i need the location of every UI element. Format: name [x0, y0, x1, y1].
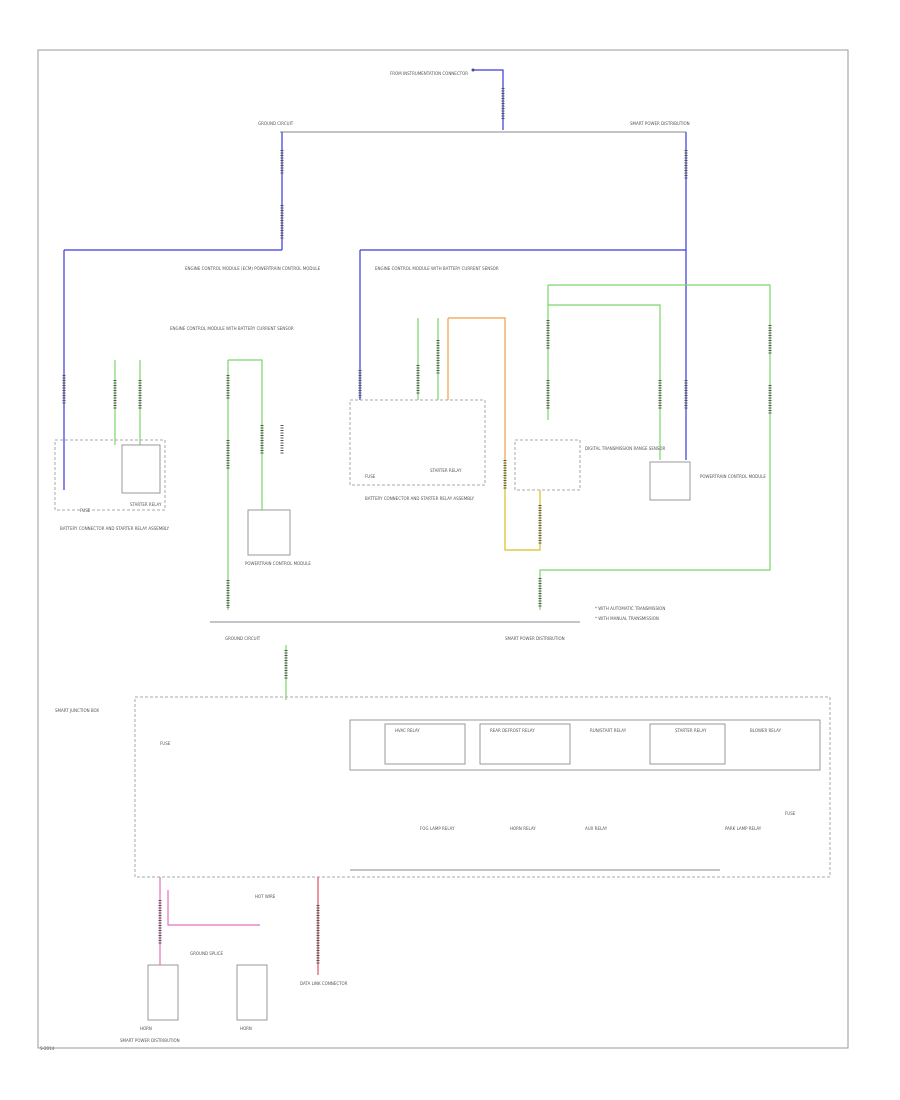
- rear-defrost-box: [479, 723, 571, 765]
- wire-right-orange: [448, 317, 506, 460]
- diagram-frame: [37, 49, 849, 1049]
- trans-switch-box: [514, 439, 581, 491]
- label-ground-right-top: SMART POWER DISTRIBUTION: [630, 121, 690, 126]
- wire-pink-2: [167, 890, 260, 926]
- horn-right-box: [236, 964, 268, 1021]
- horn-left-box: [147, 964, 179, 1021]
- label-ecu-left-2: ENGINE CONTROL MODULE WITH BATTERY CURRE…: [170, 326, 294, 331]
- label-ign-fuse: FUSE: [160, 741, 171, 746]
- label-run-start: RUN/START RELAY: [590, 728, 627, 733]
- junction-box: [134, 696, 831, 878]
- label-starter-relay-right: STARTER RELAY: [430, 468, 462, 473]
- label-hot-wire: HOT WIRE: [255, 894, 276, 899]
- wire-right-green-4: [548, 304, 661, 460]
- wire-left-green-3: [228, 359, 263, 510]
- wire-top-blue: [473, 69, 504, 130]
- label-fuse-right-box: FUSE: [785, 811, 796, 816]
- label-fuse-right: FUSE: [365, 474, 376, 479]
- starter-relay-box-inner: [649, 723, 726, 765]
- label-horn-left: HORN: [140, 1026, 152, 1031]
- label-pcm-left: POWERTRAIN CONTROL MODULE: [245, 561, 311, 566]
- label-bjb: SMART JUNCTION BOX: [55, 708, 99, 713]
- label-ground-splice: GROUND SPLICE: [190, 951, 223, 956]
- label-ground-mid-right: SMART POWER DISTRIBUTION: [505, 636, 565, 641]
- label-rear-defrost: REAR DEFROST RELAY: [490, 728, 535, 733]
- label-ground-bottom: SMART POWER DISTRIBUTION: [120, 1038, 180, 1043]
- label-starter-relay-left: STARTER RELAY: [130, 502, 162, 507]
- label-pcm-right: POWERTRAIN CONTROL MODULE: [700, 474, 766, 479]
- label-aux-relay: AUX RELAY: [585, 826, 608, 831]
- label-ecu-right: ENGINE CONTROL MODULE WITH BATTERY CURRE…: [375, 266, 499, 271]
- label-trans-switch: DIGITAL TRANSMISSION RANGE SENSOR: [585, 446, 666, 451]
- label-horn-relay: HORN RELAY: [510, 826, 536, 831]
- label-note-1: * WITH AUTOMATIC TRANSMISSION: [595, 606, 665, 611]
- label-starter-relay-box: STARTER RELAY: [675, 728, 707, 733]
- label-battery-right: BATTERY CONNECTOR AND STARTER RELAY ASSE…: [365, 496, 475, 501]
- label-corner-code: S-2014: [40, 1046, 55, 1051]
- label-horn-right: HORN: [240, 1026, 252, 1031]
- label-note-2: * WITH MANUAL TRANSMISSION: [595, 616, 659, 621]
- label-ecu-left: ENGINE CONTROL MODULE (ECM) POWERTRAIN C…: [185, 266, 321, 271]
- label-ground-left-top: GROUND CIRCUIT: [258, 121, 294, 126]
- label-data-link: DATA LINK CONNECTOR: [300, 981, 348, 986]
- pcm-right-box: [649, 461, 691, 501]
- battery-assembly-left-box: [54, 439, 166, 511]
- label-fuse-left: FUSE: [80, 508, 91, 513]
- label-ground-mid-left: GROUND CIRCUIT: [225, 636, 261, 641]
- label-top-power: FROM INSTRUMENTATION CONNECTOR: [390, 71, 468, 76]
- label-fog-lamp-relay: FOG LAMP RELAY: [420, 826, 455, 831]
- relay-row-box: [349, 719, 821, 771]
- starter-relay-left-box: [121, 444, 161, 494]
- battery-assembly-right-box: [349, 399, 486, 486]
- wire-right-yellow: [504, 460, 541, 551]
- hvac-relay-box: [384, 723, 466, 765]
- label-park-lamp-relay: PARK LAMP RELAY: [725, 826, 762, 831]
- label-battery-left: BATTERY CONNECTOR AND STARTER RELAY ASSE…: [60, 526, 170, 531]
- label-hvac-relay: HVAC RELAY: [395, 728, 420, 733]
- pcm-left-box: [247, 509, 291, 556]
- label-blower-relay: BLOWER RELAY: [750, 728, 782, 733]
